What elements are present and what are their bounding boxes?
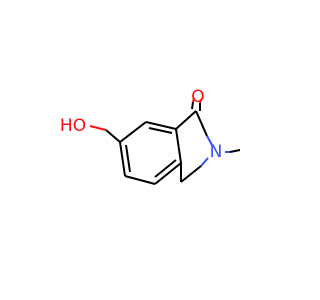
bond-c6-c7: [119, 121, 147, 143]
bond-c3a-c4-inner: [154, 159, 177, 178]
bond-c3a-c4: [154, 162, 182, 185]
atom-label-hydroxyl: HO: [60, 116, 86, 136]
bond-c7-c7a: [145, 121, 177, 130]
bond-n2-c3-black: [180, 165, 202, 183]
bond-c7a-c1: [175, 110, 197, 130]
molecule-diagram: O N HO: [60, 87, 241, 185]
bond-co-a-black: [191, 101, 194, 110]
bond-co-a-red: [192, 97, 195, 103]
bond-c7-c7a-inner: [148, 127, 173, 134]
bond-c5-c6-inner: [125, 144, 131, 173]
structure-canvas: O N HO: [60, 87, 241, 185]
bond-c1-n2-blue: [206, 135, 213, 146]
bond-c1-n2-black: [195, 110, 208, 137]
bond-n-me-black: [229, 149, 241, 153]
bond-c6-o-red: [89, 125, 107, 131]
bond-c7a-c3a: [175, 128, 182, 164]
bond-c6-o-black: [105, 129, 121, 143]
bond-co-b-red: [199, 98, 202, 104]
bond-n2-c3-blue: [200, 157, 209, 167]
bond-c4-c5: [124, 175, 156, 185]
bond-c5-c6: [119, 141, 126, 177]
atom-label-o-carbonyl: O: [191, 87, 204, 107]
atom-label-n: N: [210, 142, 223, 162]
